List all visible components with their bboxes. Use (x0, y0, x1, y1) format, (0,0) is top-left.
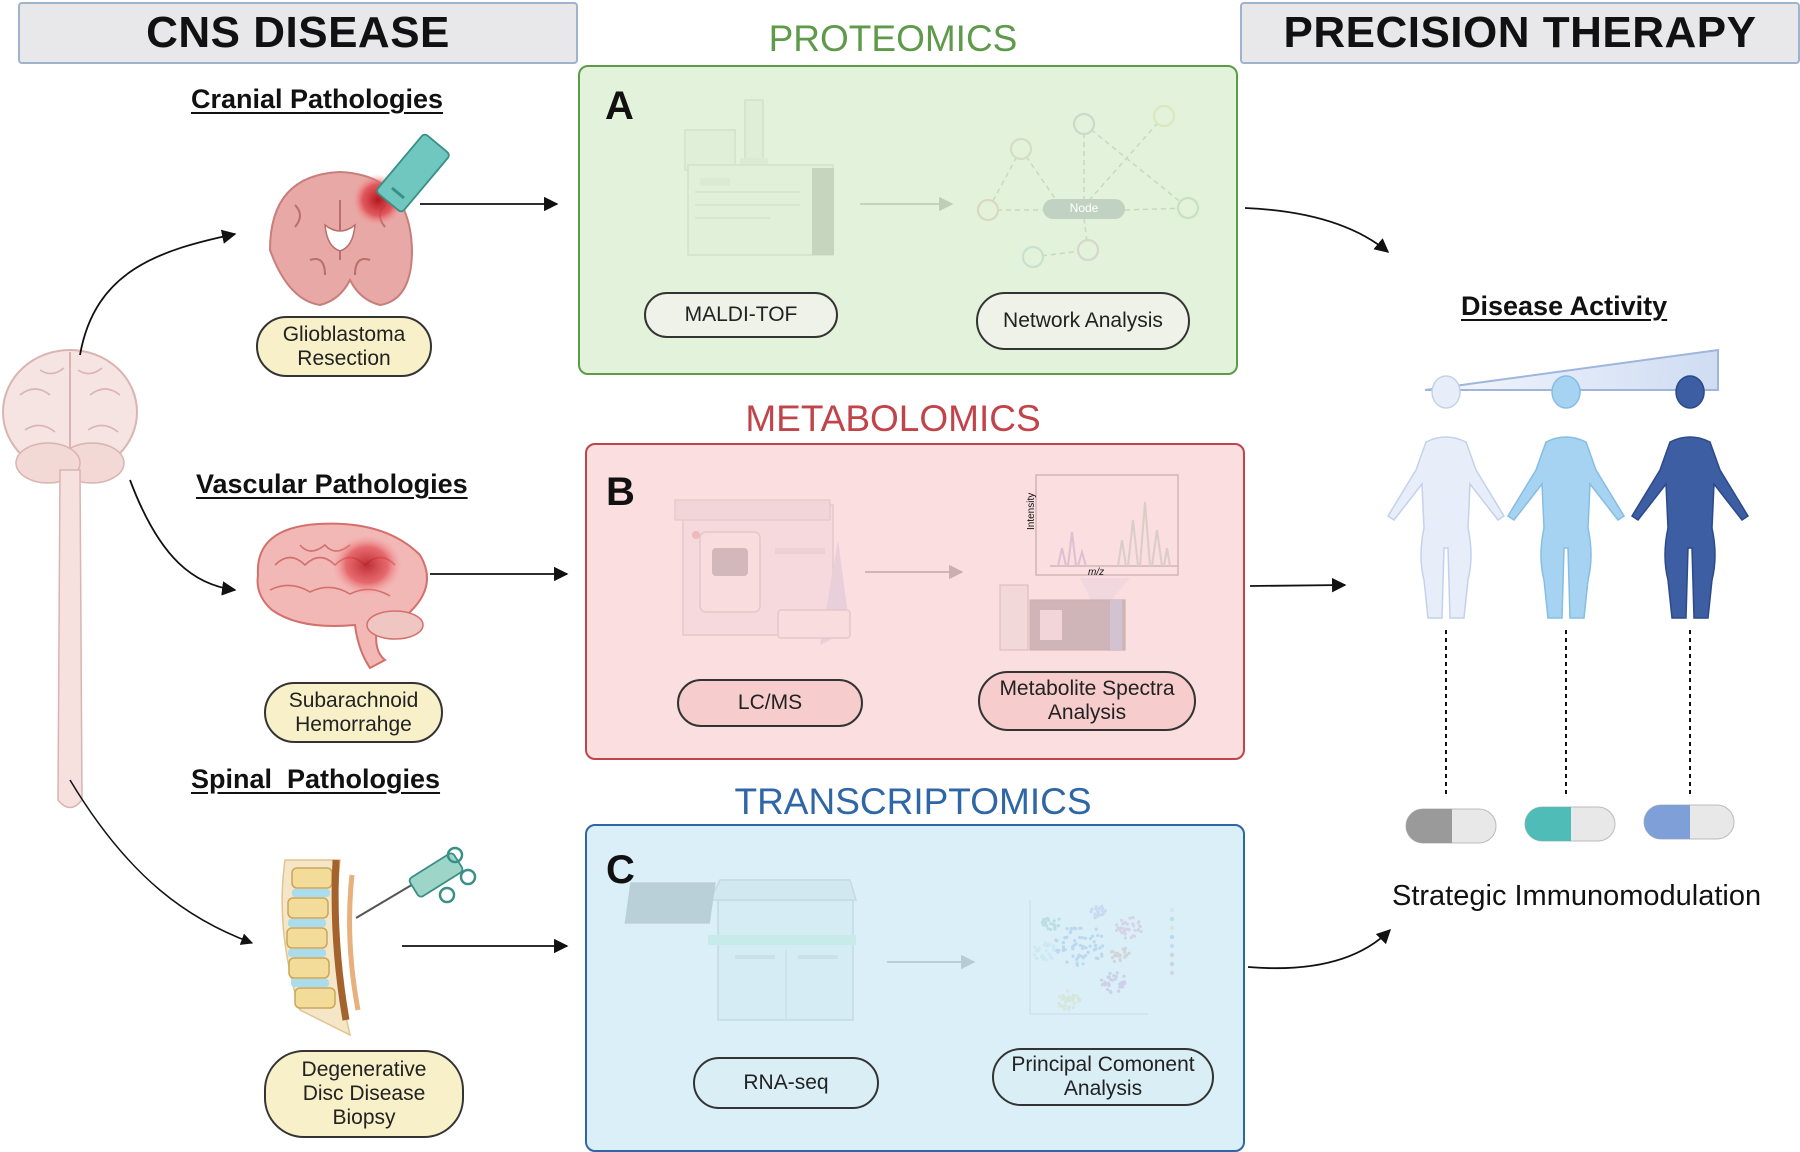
title-proteomics: PROTEOMICS (768, 18, 1018, 59)
header-cns-disease: CNS DISEASE (18, 2, 578, 64)
spine-syringe-icon (281, 846, 477, 1037)
patient-silhouette-2 (1506, 375, 1626, 619)
label-vascular-pathologies: Vascular Pathologies (196, 469, 468, 499)
panel-letter-a: A (605, 84, 634, 128)
patient-figures (1386, 375, 1750, 619)
lateral-brain-hemorrhage-icon (256, 522, 428, 670)
pill-glioblastoma-resection: Glioblastoma Resection (256, 316, 432, 377)
capsule-icon-1 (1405, 808, 1497, 844)
label-strategic-immunomodulation: Strategic Immunomodulation (1392, 880, 1762, 912)
patient-silhouette-3 (1630, 375, 1750, 619)
pill-principal-component-analysis: Principal Comonent Analysis (992, 1048, 1214, 1106)
label-spinal-pathologies: Spinal Pathologies (191, 764, 441, 794)
pill-lcms: LC/MS (677, 679, 863, 727)
pill-disc-disease-biopsy: Degenerative Disc Disease Biopsy (264, 1050, 464, 1138)
patient-silhouette-1 (1386, 375, 1506, 619)
arrow-proteomics-to-therapy (1244, 207, 1390, 253)
capsule-icon-3 (1643, 804, 1735, 840)
pill-network-analysis: Network Analysis (976, 292, 1190, 350)
label-cranial-pathologies: Cranial Pathologies (191, 84, 444, 114)
panel-transcriptomics (585, 824, 1245, 1152)
arrow-to-spinal (69, 779, 254, 945)
pill-subarachnoid-hemorrhage: Subarachnoid Hemorrahge (264, 682, 443, 743)
spectra-x-axis-label: m/z (1088, 567, 1105, 578)
arrow-to-cranial (79, 229, 237, 356)
pill-metabolite-spectra-analysis: Metabolite Spectra Analysis (978, 671, 1196, 731)
arrow-transcriptomics-to-therapy (1247, 928, 1392, 970)
panel-letter-b: B (606, 470, 635, 514)
header-precision-therapy: PRECISION THERAPY (1240, 2, 1800, 64)
coronal-brain-tumor-icon (268, 133, 450, 307)
pill-rnaseq: RNA-seq (693, 1057, 879, 1109)
title-metabolomics: METABOLOMICS (745, 398, 1041, 439)
arrow-metabolomics-to-therapy (1249, 577, 1347, 593)
arrow-to-vascular (129, 479, 237, 596)
spectra-y-axis-label: Intensity (1026, 492, 1037, 530)
capsule-icon-2 (1524, 806, 1616, 842)
title-transcriptomics: TRANSCRIPTOMICS (734, 781, 1092, 822)
panel-letter-c: C (606, 848, 635, 892)
brain-spinal-cord-icon (2, 349, 138, 809)
pill-maldi-tof: MALDI-TOF (644, 292, 838, 338)
label-disease-activity: Disease Activity (1461, 291, 1668, 321)
network-node-label: Node (1069, 201, 1099, 215)
